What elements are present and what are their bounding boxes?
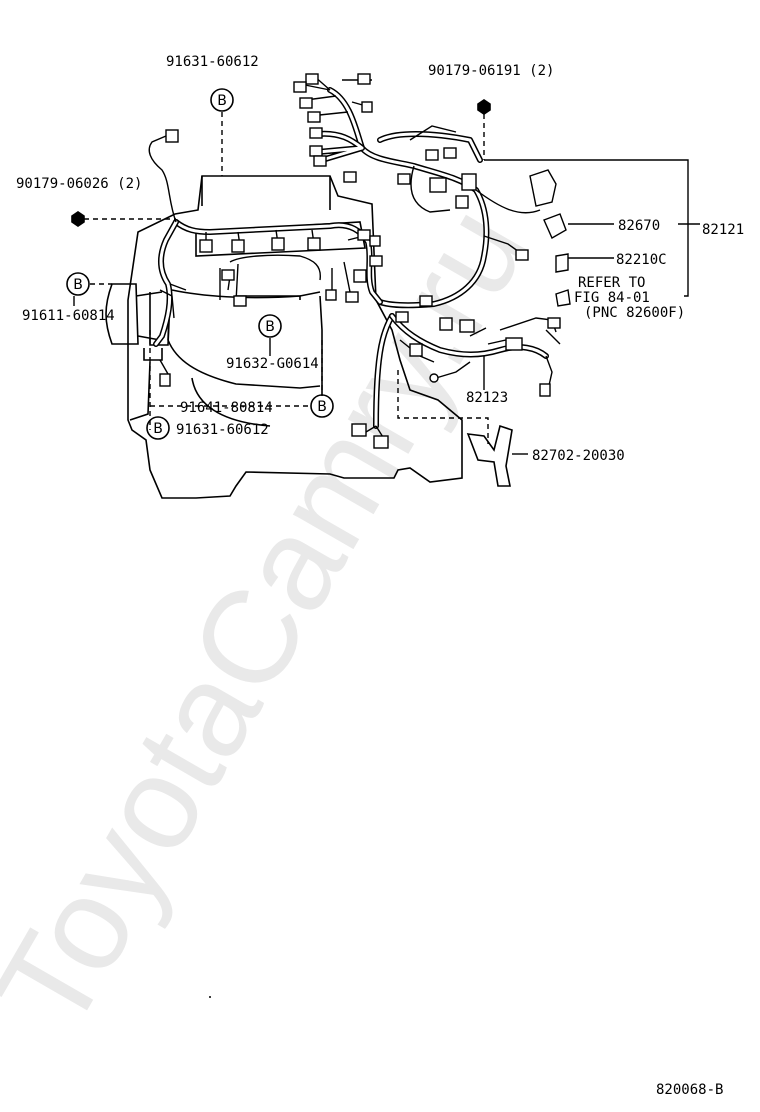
stray-dot xyxy=(209,996,211,998)
label-nut-left: 90179-06026 (2) xyxy=(16,176,142,192)
label-82210c: 82210C xyxy=(616,252,667,268)
svg-text:B: B xyxy=(73,277,83,293)
label-mid-b: 91632-G0614 xyxy=(226,356,319,372)
harness-engine-top xyxy=(148,129,383,387)
badge-b-top: B xyxy=(210,88,234,112)
badge-b-mid: B xyxy=(258,314,282,338)
label-low-b1: 91641-80814 xyxy=(180,400,273,416)
label-82121: 82121 xyxy=(702,222,744,238)
nut-icon-top xyxy=(477,99,491,115)
label-82123: 82123 xyxy=(466,390,508,406)
hardware xyxy=(71,99,491,227)
badge-b-low2: B xyxy=(146,416,170,440)
label-bracket: 82702-20030 xyxy=(532,448,625,464)
figure-code: 820068-B xyxy=(656,1082,723,1098)
leader-lines xyxy=(73,112,700,455)
label-refer-line3: (PNC 82600F) xyxy=(584,305,685,321)
harness-82123 xyxy=(351,311,561,449)
label-refer-line1: REFER TO xyxy=(578,275,645,291)
label-82670: 82670 xyxy=(618,218,660,234)
label-left-b: 91611-60814 xyxy=(22,308,115,324)
badge-b-low1: B xyxy=(310,394,334,418)
svg-text:B: B xyxy=(265,319,275,335)
nut-icon-left xyxy=(71,211,85,227)
badge-b-left: B xyxy=(66,272,90,296)
svg-text:B: B xyxy=(317,399,327,415)
label-low-b2: 91631-60612 xyxy=(176,422,269,438)
label-top-b: 91631-60612 xyxy=(166,54,259,70)
svg-text:B: B xyxy=(153,421,163,437)
bracket-82702 xyxy=(466,424,513,487)
label-refer-line2: FIG 84-01 xyxy=(574,290,650,306)
svg-text:B: B xyxy=(217,93,227,109)
harness-82121 xyxy=(293,73,571,309)
label-nut-top: 90179-06191 (2) xyxy=(428,63,554,79)
